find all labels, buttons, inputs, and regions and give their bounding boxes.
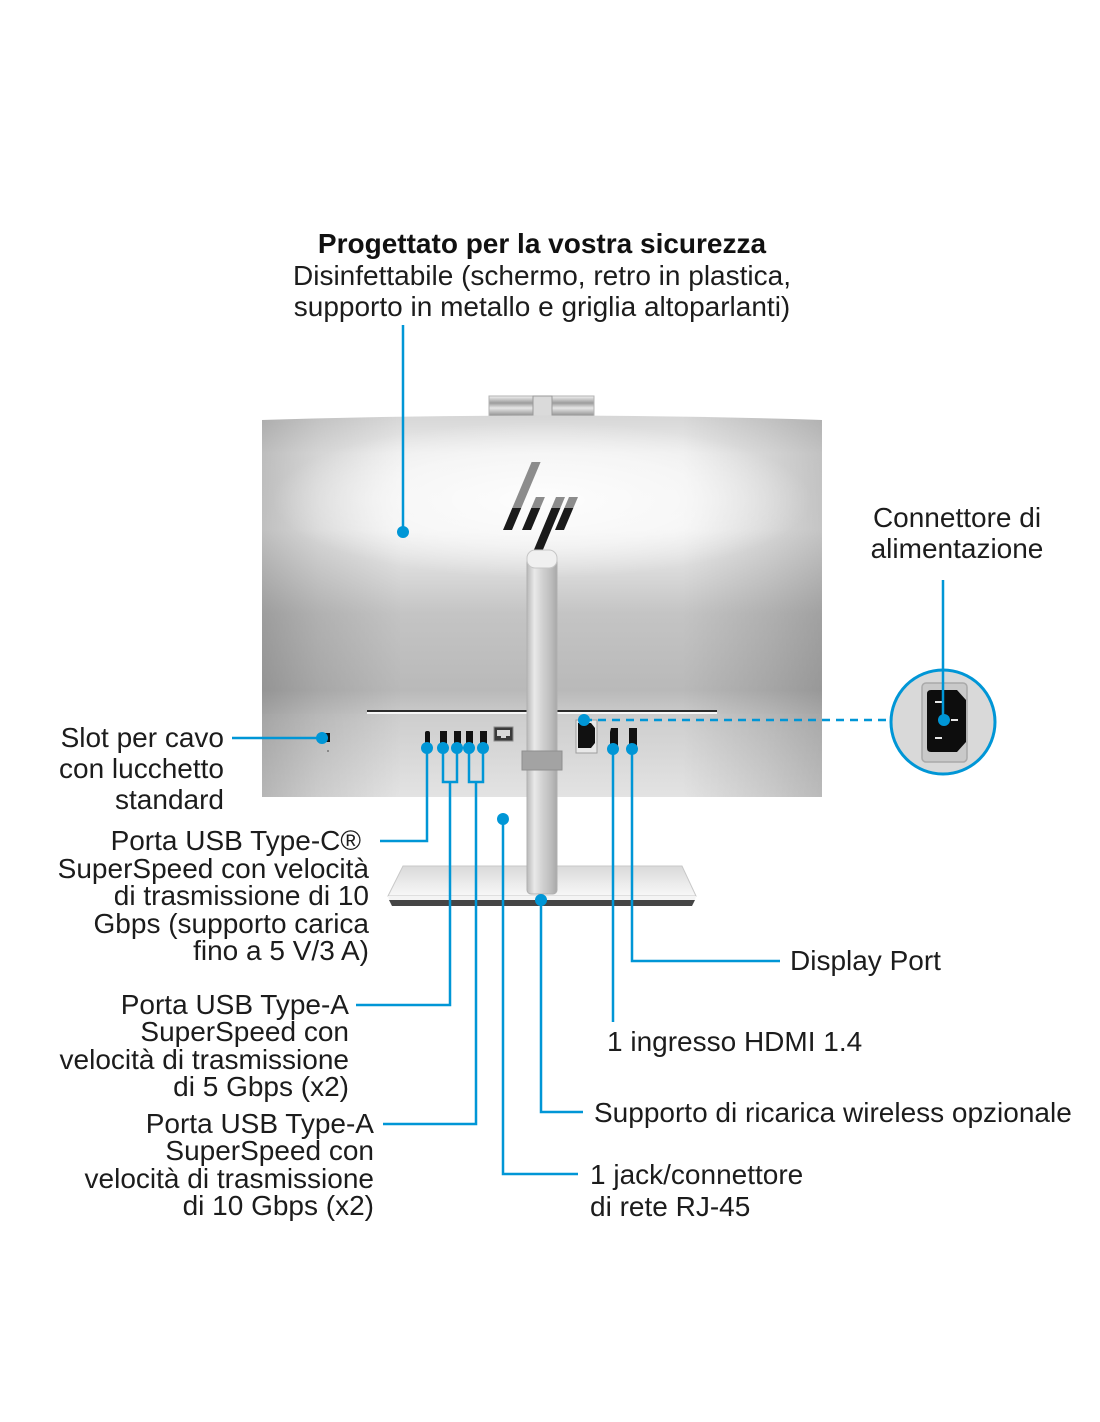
label-line: SuperSpeed con [165, 1135, 374, 1167]
usb-c-label: Porta USB Type-C® SuperSpeed con velocit… [0, 827, 369, 965]
label-line: 1 jack/connettore [590, 1159, 804, 1190]
callout-dot-usb-a-10g [477, 742, 489, 754]
callout-line-wireless [539, 900, 583, 1114]
label-line: di rete RJ-45 [590, 1191, 751, 1222]
callout-dot-rj45 [497, 813, 509, 825]
displayport-label: Display Port [790, 945, 941, 976]
usb-a-port [480, 731, 487, 748]
label-line: fino a 5 V/3 A) [193, 935, 369, 966]
label-line: di 5 Gbps (x2) [173, 1070, 349, 1102]
callout-line-usb-a-5g [356, 782, 452, 1007]
port-panel [325, 719, 637, 754]
logo-bar [522, 497, 545, 530]
usb-a-port [466, 731, 473, 748]
cable-clip [521, 750, 563, 771]
rj45-port [493, 726, 514, 742]
label-line: alimentazione [870, 533, 1044, 564]
hp-logo [503, 462, 578, 552]
lock-slot-label: Slot per cavo con lucchetto standard [0, 722, 224, 815]
webcam [488, 395, 595, 417]
hdmi-port [610, 728, 618, 748]
safety-description-line: supporto in metallo e griglia altoparlan… [293, 291, 791, 322]
callout-dot-displayport [626, 743, 638, 755]
logo-bar [503, 462, 541, 530]
label-line: Display Port [790, 945, 941, 976]
label-line: Connettore di [872, 502, 1042, 533]
label-line: di trasmissione di 10 [113, 880, 369, 911]
usb-a-port [440, 731, 447, 748]
label-line: velocità di trasmissione [84, 1162, 374, 1194]
callout-line-usb-c [380, 748, 429, 843]
callout-dot-lock-slot [316, 732, 328, 744]
label-line: di 10 Gbps (x2) [182, 1189, 374, 1221]
label-line: Gbps (supporto carica [93, 907, 369, 939]
callout-dot-safety [397, 526, 409, 538]
logo-bar [533, 497, 565, 552]
wireless-charging-label: Supporto di ricarica wireless opzionale [594, 1097, 1072, 1128]
label-line: Porta USB Type-C® [110, 825, 361, 856]
callout-dot-power-port [578, 714, 590, 726]
label-line: 1 ingresso HDMI 1.4 [607, 1026, 863, 1057]
page-title: Progettato per la vostra sicurezza [317, 228, 767, 259]
rj45-label: 1 jack/connettore di rete RJ-45 [590, 1159, 803, 1223]
logo-bar [555, 497, 578, 530]
callout-dot-usb-a-5g [451, 742, 463, 754]
lock-slot-indicator [327, 750, 329, 752]
callout-dot-usb-a-10g [463, 742, 475, 754]
usb-a-10gbps-label: Porta USB Type-A SuperSpeed con velocità… [0, 1108, 374, 1221]
label-line: Porta USB Type-A [120, 989, 349, 1020]
label-line: SuperSpeed con velocità [57, 852, 369, 884]
stand-neck [521, 549, 563, 895]
label-line: Porta USB Type-A [145, 1108, 374, 1139]
safety-description-line: Disinfettabile (schermo, retro in plasti… [293, 259, 791, 291]
callout-line-displayport [630, 749, 780, 963]
label-line: velocità di trasmissione [59, 1043, 349, 1075]
safety-callout: Progettato per la vostra sicurezza Disin… [242, 228, 842, 323]
label-line: con lucchetto [59, 753, 224, 784]
usb-a-5gbps-label: Porta USB Type-A SuperSpeed con velocità… [0, 989, 349, 1102]
vent-slot [367, 710, 717, 714]
label-line: Slot per cavo [60, 722, 224, 753]
label-line: standard [115, 784, 224, 815]
callout-dot-wireless [535, 894, 547, 906]
displayport-port [629, 728, 637, 748]
label-line: SuperSpeed con [140, 1016, 349, 1048]
label-line: Supporto di ricarica wireless opzionale [594, 1097, 1072, 1128]
callout-dot-usb-c [421, 742, 433, 754]
callout-line-rj45 [501, 819, 578, 1176]
callout-dot-hdmi [607, 743, 619, 755]
callout-dot-power [938, 714, 950, 726]
callout-dot-usb-a-5g [437, 742, 449, 754]
power-connector-label: Connettore di alimentazione [857, 502, 1057, 564]
callout-dots [316, 526, 950, 906]
hdmi-label: 1 ingresso HDMI 1.4 [607, 1026, 862, 1057]
usb-a-port [454, 731, 461, 748]
callout-lines [232, 325, 945, 1176]
callout-line-usb-a-10g [383, 782, 478, 1126]
